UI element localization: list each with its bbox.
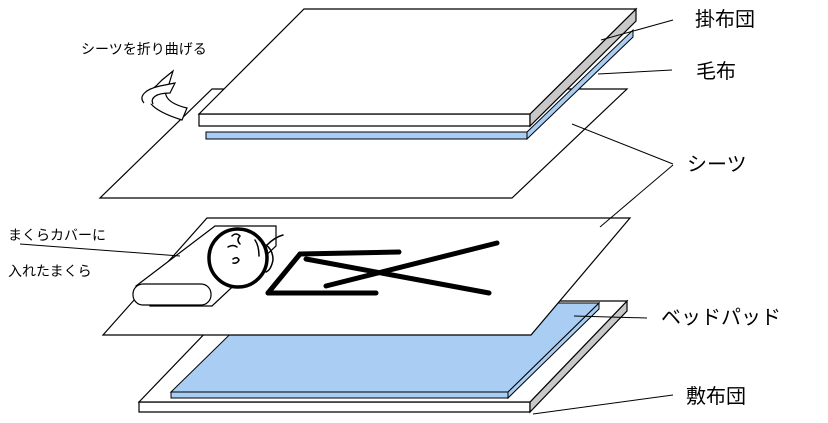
leader-lines xyxy=(19,19,674,415)
top-comforter xyxy=(197,7,638,128)
fold-arrow-shadow xyxy=(141,82,177,105)
person-figure xyxy=(207,227,500,296)
label-fold-note: シーツを折り曲げる xyxy=(81,42,207,58)
label-bed-pad: ベッドパッド xyxy=(661,305,781,329)
fold-arrow-icon xyxy=(147,69,188,121)
label-sheet: シーツ xyxy=(687,152,747,176)
label-pillow-line1: まくらカバーに xyxy=(8,228,106,244)
label-pillow-line2: 入れたまくら xyxy=(8,264,92,280)
label-blanket: 毛布 xyxy=(696,59,736,83)
label-top-comforter: 掛布団 xyxy=(695,7,755,31)
blanket xyxy=(205,28,634,141)
label-bottom-mattress: 敷布団 xyxy=(686,384,746,408)
